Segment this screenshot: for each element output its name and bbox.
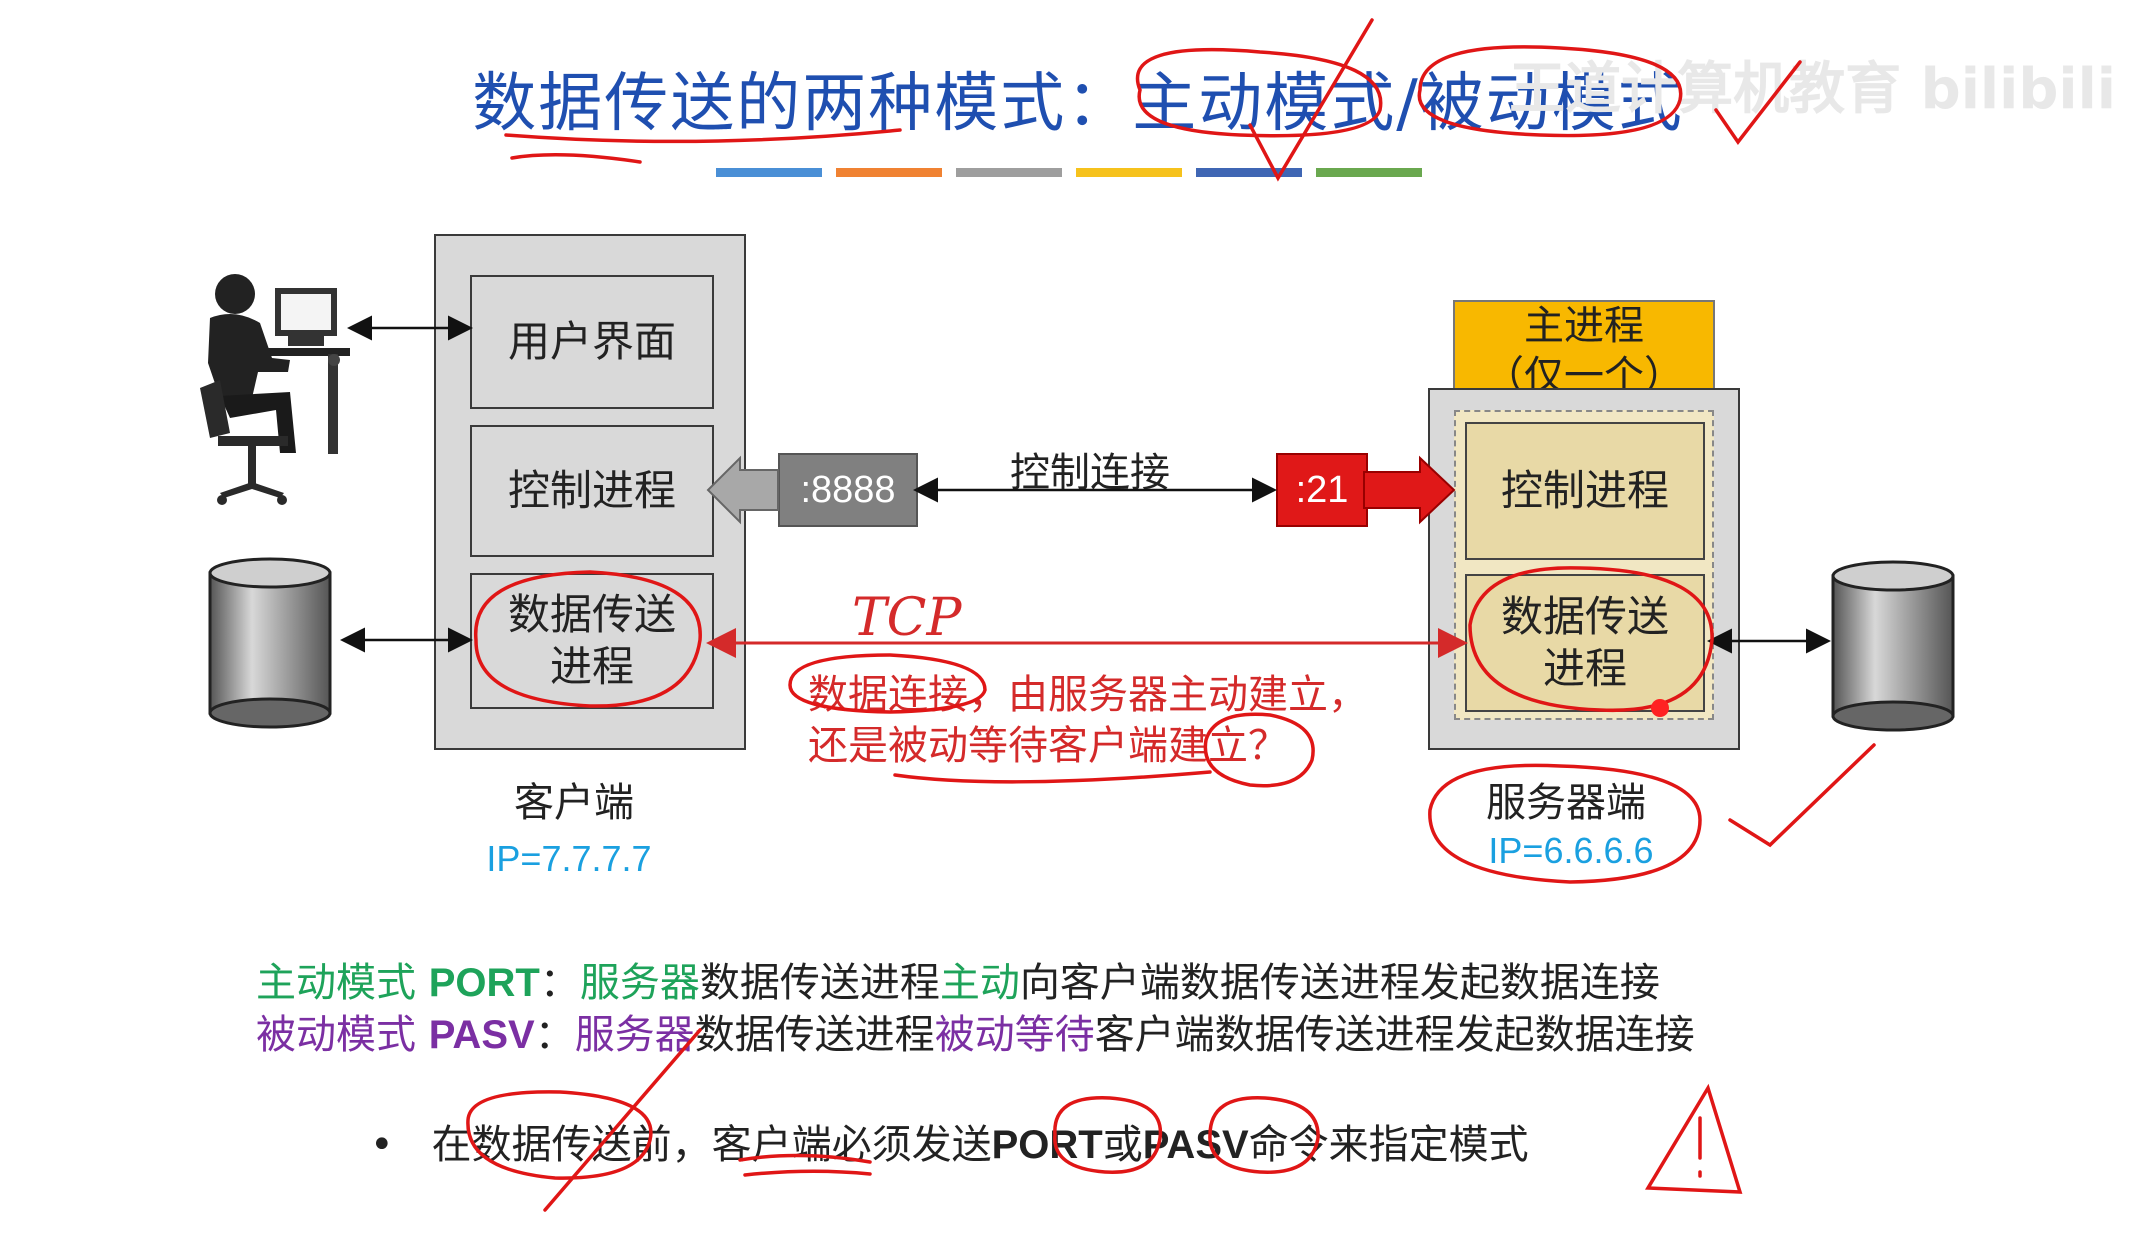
pasv-subject: 服务器 (575, 1012, 695, 1058)
title-underline-2 (512, 155, 640, 162)
accent-bar-blue (716, 168, 822, 177)
note-text-1: 在数据传送前，客户端必须发送 (432, 1122, 992, 1168)
accent-bar-yellow (1076, 168, 1182, 177)
warning-triangle (1648, 1088, 1740, 1192)
client-data-label-1: 数据传送 (508, 589, 676, 641)
client-port-badge: :8888 (778, 453, 918, 527)
server-data-label-2: 进程 (1543, 643, 1627, 695)
server-main-process-box: 主进程 （仅一个） (1453, 300, 1715, 402)
main-process-label: 主进程 (1524, 301, 1644, 351)
accent-bars (716, 168, 1422, 177)
title-slash: / (1396, 67, 1420, 141)
control-connection-label: 控制连接 (1010, 440, 1170, 498)
server-database-icon (1828, 558, 1958, 733)
accent-bar-gray (956, 168, 1062, 177)
note-text-3: 命令来指定模式 (1249, 1122, 1529, 1168)
server-control-label: 控制进程 (1501, 465, 1669, 517)
client-caption: 客户端 (434, 770, 714, 828)
pasv-mid: 数据传送进程 (695, 1012, 935, 1058)
user-at-computer-icon (180, 268, 360, 523)
pasv-key: 被动等待 (935, 1012, 1095, 1058)
server-check-mark (1730, 745, 1874, 845)
client-data-process-box: 数据传送 进程 (470, 573, 714, 709)
question-underline (895, 772, 1210, 782)
port-mid: 数据传送进程 (700, 960, 940, 1006)
watermark: 王道计算机教育 bilibili (1509, 44, 2116, 125)
pasv-cmd: PASV (429, 1013, 535, 1057)
client-ui-label: 用户界面 (508, 316, 676, 368)
client-ui-box: 用户界面 (470, 275, 714, 409)
pasv-colon: ： (535, 1012, 575, 1058)
port-mode-name: 主动模式 (256, 960, 429, 1006)
port-subject: 服务器 (580, 960, 700, 1006)
client-control-process-box: 控制进程 (470, 425, 714, 557)
accent-bar-orange (836, 168, 942, 177)
note-pasv-cmd: PASV (1143, 1123, 1249, 1167)
note-port-cmd: PORT (992, 1123, 1103, 1167)
title-active-mode: 主动模式 (1132, 67, 1396, 141)
data-connection-question-2: 还是被动等待客户端建立？ (808, 713, 1288, 771)
data-connection-question-1: 数据连接，由服务器主动建立， (808, 662, 1368, 720)
mode-command-note: • 在数据传送前，客户端必须发送PORT或PASV命令来指定模式 (370, 1112, 1529, 1170)
server-ip: IP=6.6.6.6 (1436, 830, 1706, 872)
title-main: 数据传送的两种模式： (472, 67, 1132, 141)
port-colon: ： (540, 960, 580, 1006)
port-cmd: PORT (429, 961, 540, 1005)
client-ip: IP=7.7.7.7 (434, 838, 704, 880)
note-text-2: 或 (1103, 1122, 1143, 1168)
client-control-label: 控制进程 (508, 465, 676, 517)
port-mode-line: 主动模式 PORT：服务器数据传送进程主动向客户端数据传送进程发起数据连接 (256, 950, 1660, 1008)
server-data-label-1: 数据传送 (1501, 591, 1669, 643)
pasv-rest: 客户端数据传送进程发起数据连接 (1095, 1012, 1695, 1058)
server-data-process-box: 数据传送 进程 (1465, 574, 1705, 712)
accent-bar-navy (1196, 168, 1302, 177)
pasv-mode-line: 被动模式 PASV：服务器数据传送进程被动等待客户端数据传送进程发起数据连接 (256, 1002, 1695, 1060)
pasv-mode-name: 被动模式 (256, 1012, 429, 1058)
server-port-badge: :21 (1276, 453, 1368, 527)
port-rest: 向客户端数据传送进程发起数据连接 (1020, 960, 1660, 1006)
client-database-icon (205, 555, 335, 730)
server-caption: 服务器端 (1436, 770, 1696, 828)
bullet-dot: • (370, 1122, 394, 1168)
server-control-process-box: 控制进程 (1465, 422, 1705, 560)
port-key: 主动 (940, 960, 1020, 1006)
tcp-note: TCP (852, 588, 961, 648)
accent-bar-green (1316, 168, 1422, 177)
client-data-label-2: 进程 (550, 641, 634, 693)
